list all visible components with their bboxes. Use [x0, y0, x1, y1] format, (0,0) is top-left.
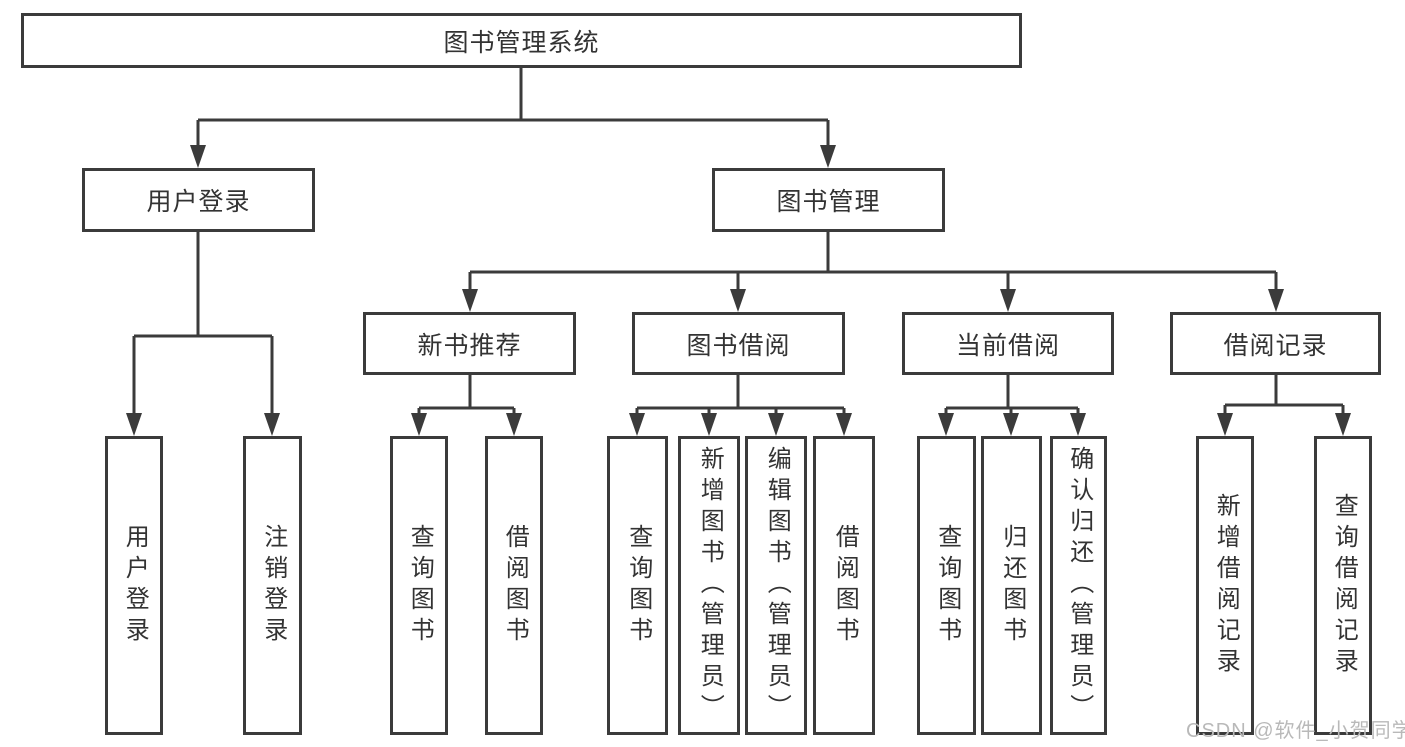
connector-line	[635, 375, 846, 414]
arrow-down-icon	[1003, 413, 1019, 436]
leaf-query-books-borrow: 查询图书	[607, 436, 668, 735]
leaf-label: 查询借阅记录	[1330, 492, 1358, 679]
arrow-down-icon	[701, 413, 717, 436]
arrow-down-icon	[629, 413, 645, 436]
node-borrow-records: 借阅记录	[1170, 312, 1381, 375]
leaf-label: 查询图书	[624, 523, 652, 648]
arrow-down-icon	[462, 289, 478, 312]
leaf-label: 新增图书（管理员）	[696, 446, 724, 725]
leaf-add-borrow-record: 新增借阅记录	[1196, 436, 1254, 735]
leaf-query-books-current: 查询图书	[917, 436, 976, 735]
arrow-down-icon	[1335, 413, 1351, 436]
leaf-label: 归还图书	[998, 523, 1026, 648]
connector-root-to-level2	[190, 68, 836, 168]
connector-new-book-recommend-to-leaves	[411, 375, 522, 436]
node-root-system: 图书管理系统	[21, 13, 1022, 68]
leaf-logout: 注销登录	[243, 436, 302, 735]
leaf-label: 借阅图书	[501, 523, 529, 648]
leaf-label: 注销登录	[259, 523, 287, 648]
leaf-add-book-admin: 新增图书（管理员）	[678, 436, 740, 735]
node-book-borrow: 图书借阅	[632, 312, 845, 375]
arrow-down-icon	[768, 413, 784, 436]
connector-line	[417, 375, 516, 414]
arrow-down-icon	[190, 145, 206, 168]
connector-book-management-to-level3	[462, 232, 1284, 312]
node-current-borrow: 当前借阅	[902, 312, 1114, 375]
node-user-login: 用户登录	[82, 168, 315, 232]
leaf-borrow-books: 借阅图书	[813, 436, 875, 735]
connector-line	[468, 232, 1278, 290]
node-book-management: 图书管理	[712, 168, 945, 232]
leaf-borrow-books-recommend: 借阅图书	[485, 436, 543, 735]
arrow-down-icon	[126, 413, 142, 436]
arrow-down-icon	[1070, 413, 1086, 436]
leaf-label: 编辑图书（管理员）	[763, 446, 791, 725]
connector-line	[944, 375, 1080, 414]
arrow-down-icon	[820, 145, 836, 168]
arrow-down-icon	[1217, 413, 1233, 436]
arrow-down-icon	[836, 413, 852, 436]
connector-book-borrow-to-leaves	[629, 375, 852, 436]
node-new-book-recommend: 新书推荐	[363, 312, 576, 375]
arrow-down-icon	[938, 413, 954, 436]
arrow-down-icon	[506, 413, 522, 436]
leaf-label: 用户登录	[121, 523, 149, 648]
leaf-query-books-recommend: 查询图书	[390, 436, 448, 735]
connector-line	[132, 232, 274, 414]
arrow-down-icon	[730, 289, 746, 312]
connector-borrow-records-to-leaves	[1217, 375, 1351, 436]
leaf-label: 查询图书	[933, 523, 961, 648]
arrow-down-icon	[1268, 289, 1284, 312]
connector-line	[1223, 375, 1345, 414]
leaf-label: 确认归还（管理员）	[1065, 446, 1093, 725]
connector-current-borrow-to-leaves	[938, 375, 1086, 436]
connector-user-login-to-leaves	[126, 232, 280, 436]
leaf-query-borrow-record: 查询借阅记录	[1314, 436, 1372, 735]
leaf-return-book: 归还图书	[981, 436, 1042, 735]
leaf-edit-book-admin: 编辑图书（管理员）	[745, 436, 807, 735]
leaf-user-login: 用户登录	[105, 436, 163, 735]
arrow-down-icon	[411, 413, 427, 436]
arrow-down-icon	[264, 413, 280, 436]
leaf-label: 借阅图书	[831, 523, 859, 648]
leaf-label: 新增借阅记录	[1212, 492, 1240, 679]
watermark-csdn: CSDN @软件_小贺同学	[1186, 720, 1405, 742]
leaf-label: 查询图书	[406, 523, 434, 648]
leaf-confirm-return-admin: 确认归还（管理员）	[1050, 436, 1107, 735]
arrow-down-icon	[1000, 289, 1016, 312]
connector-line	[196, 68, 830, 146]
